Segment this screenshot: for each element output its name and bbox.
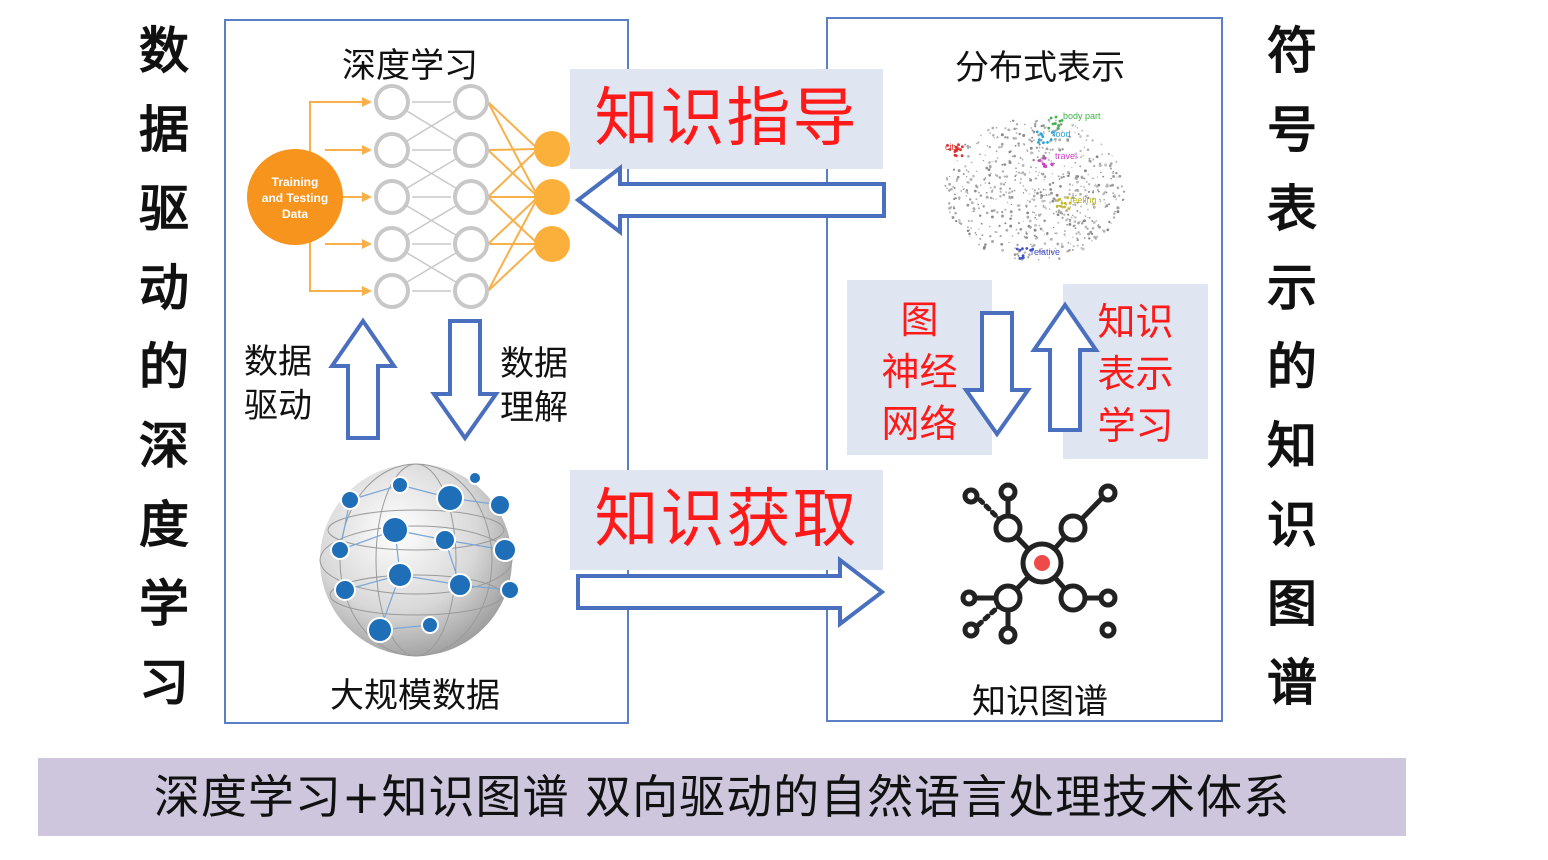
distributed-representation-title: 分布式表示 <box>955 48 1125 88</box>
knowledge-graph-title: 知识图谱 <box>972 682 1108 722</box>
embedding-scatter: body part food city travel feeling relat… <box>944 111 1126 261</box>
tag-travel: travel <box>1055 151 1077 161</box>
output-neurons <box>534 131 570 262</box>
globe-network-icon <box>319 463 520 657</box>
left-side-label: 数 据 驱 动 的 深 度 学 习 <box>139 22 189 712</box>
data-understanding-down-arrow <box>430 319 500 442</box>
hidden-neurons <box>374 84 489 309</box>
training-data-circle <box>247 149 343 245</box>
large-scale-data-title: 大规模数据 <box>330 676 500 716</box>
data-understanding-label: 数据 理解 <box>500 344 568 428</box>
knowledge-acquisition-arrow <box>576 555 886 629</box>
knowledge-graph-panel <box>826 17 1223 722</box>
gnn-box: 图 神经 网络 <box>847 280 992 455</box>
training-data-label-1: Training <box>272 175 319 189</box>
training-data-label-3: Data <box>282 207 308 221</box>
output-connections <box>487 101 539 292</box>
deep-learning-title: 深度学习 <box>342 46 478 86</box>
tag-body-part: body part <box>1063 111 1101 121</box>
tag-feeling: feeling <box>1070 195 1097 205</box>
neural-network-diagram: Training and Testing Data <box>247 84 570 309</box>
deep-learning-panel <box>224 19 629 724</box>
knowledge-acquisition-banner: 知识获取 <box>570 470 883 570</box>
knowledge-guidance-arrow <box>574 163 886 237</box>
tag-city: city <box>945 142 959 152</box>
data-driven-label: 数据 驱动 <box>244 342 312 426</box>
training-data-label-2: and Testing <box>262 191 328 205</box>
right-side-label: 符 号 表 示 的 知 识 图 谱 <box>1267 22 1317 712</box>
footer-caption: 深度学习+知识图谱 双向驱动的自然语言处理技术体系 <box>38 758 1406 836</box>
tag-food: food <box>1053 129 1071 139</box>
gnn-down-arrow <box>962 311 1032 438</box>
kr-learning-box: 知识 表示 学习 <box>1063 284 1208 459</box>
knowledge-graph-icon <box>960 482 1118 645</box>
embedding-points <box>944 115 1126 261</box>
kr-learning-up-arrow <box>1030 301 1100 432</box>
knowledge-guidance-banner: 知识指导 <box>570 69 883 169</box>
data-driven-up-arrow <box>328 317 398 440</box>
tag-relative: relative <box>1031 247 1060 257</box>
